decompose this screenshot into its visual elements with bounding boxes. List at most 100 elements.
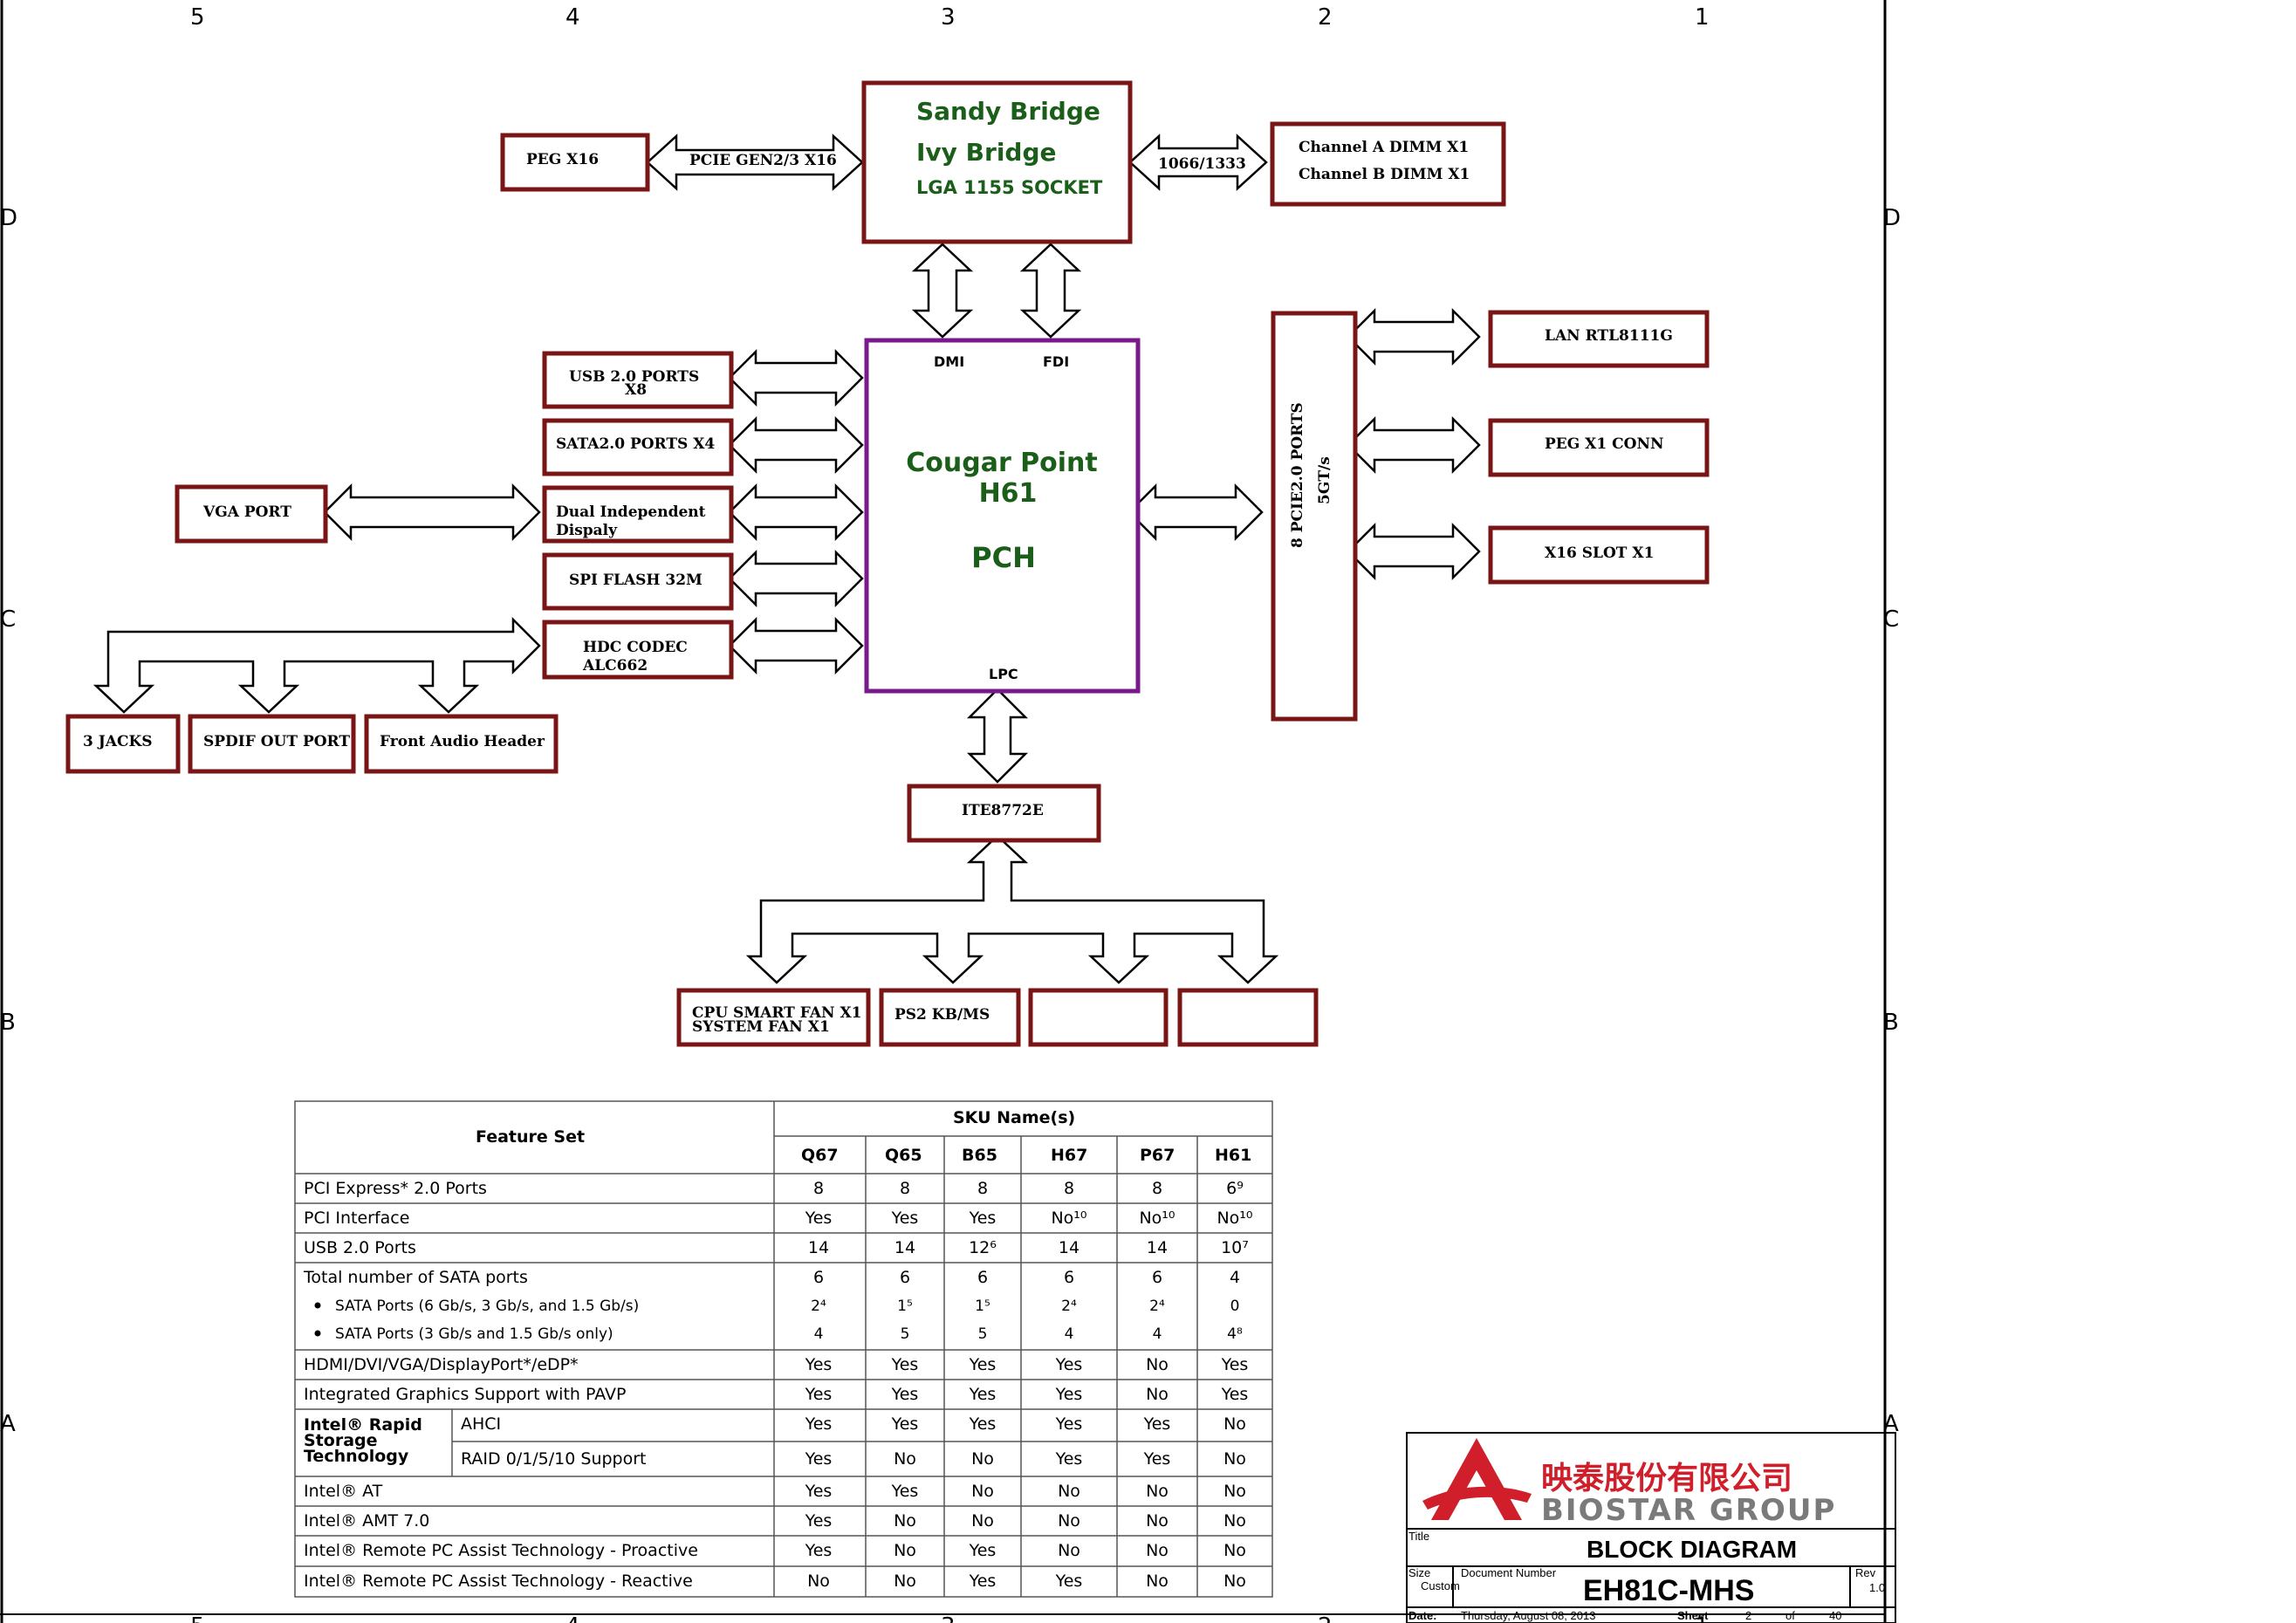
table-cell: Yes xyxy=(891,1414,919,1434)
grid-col-label: 2 xyxy=(1318,1613,1333,1623)
fan-label-2: SYSTEM FAN X1 xyxy=(692,1018,830,1036)
table-row-label: Integrated Graphics Support with PAVP xyxy=(304,1385,626,1404)
pcie-ports-label-1: 8 PCIE2.0 PORTS xyxy=(1289,402,1306,548)
table-cell: 12⁶ xyxy=(969,1238,997,1257)
x16-slot-block: X16 SLOT X1 xyxy=(1488,525,1710,585)
sata-block: SATA2.0 PORTS X4 xyxy=(542,418,734,476)
table-cell: 14 xyxy=(1147,1238,1168,1257)
table-cell: 14 xyxy=(894,1238,915,1257)
sku-h67: H67 xyxy=(1051,1146,1087,1165)
grid-row-labels: D C B A D C B A xyxy=(0,205,1901,1437)
sheet-frame xyxy=(0,0,1887,1623)
table-cell: 4 xyxy=(1153,1325,1162,1343)
table-cell: 2⁴ xyxy=(811,1298,826,1315)
memory-arrow xyxy=(1128,134,1268,191)
table-row-label: SATA Ports (6 Gb/s, 3 Gb/s, and 1.5 Gb/s… xyxy=(335,1298,639,1315)
x16-slot-label: X16 SLOT X1 xyxy=(1545,544,1654,562)
table-cell: Yes xyxy=(805,1449,833,1469)
bullet-icon xyxy=(314,1302,321,1309)
audio-fanout-arrow xyxy=(93,616,541,714)
table-cell: No xyxy=(1223,1511,1246,1531)
table-cell: Yes xyxy=(969,1385,997,1404)
table-cell: Yes xyxy=(1143,1449,1171,1469)
grid-row-label: D xyxy=(1883,205,1901,231)
table-cell: Yes xyxy=(891,1482,919,1501)
table-cell: No xyxy=(1223,1414,1246,1434)
peg-x1-label: PEG X1 CONN xyxy=(1545,435,1664,453)
date-value: Thursday, August 08, 2013 xyxy=(1461,1609,1595,1622)
sku-q65: Q65 xyxy=(885,1146,922,1165)
table-cell: 8 xyxy=(900,1179,910,1198)
table-cell: Yes xyxy=(1055,1355,1083,1374)
table-cell: Yes xyxy=(805,1414,833,1434)
table-cell: No xyxy=(894,1449,916,1469)
table-cell: 4 xyxy=(814,1325,824,1343)
hda-codec-block: HDC CODEC ALC662 xyxy=(542,620,734,680)
title-value: BLOCK DIAGRAM xyxy=(1587,1536,1797,1563)
table-cell: 14 xyxy=(1059,1238,1079,1257)
table-cell: 6⁹ xyxy=(1226,1179,1244,1198)
table-row-label: Intel® AT xyxy=(304,1482,383,1501)
ps2-label: PS2 KB/MS xyxy=(894,1006,990,1024)
grid-col-label: 5 xyxy=(190,1613,205,1623)
table-cell: 6 xyxy=(1064,1268,1074,1287)
table-cell: 5 xyxy=(901,1325,910,1343)
table-cell: No xyxy=(807,1572,830,1591)
table-cell: No xyxy=(1223,1482,1246,1501)
table-cell: No xyxy=(1223,1541,1246,1560)
table-cell: No xyxy=(894,1541,916,1560)
vga-label: VGA PORT xyxy=(202,503,291,521)
table-row-label: Intel® Remote PC Assist Technology - Rea… xyxy=(304,1572,693,1591)
table-cell: Yes xyxy=(805,1541,833,1560)
table-cell: No¹⁰ xyxy=(1217,1209,1252,1228)
dimm-a-label: Channel A DIMM X1 xyxy=(1299,139,1469,156)
table-cell: Yes xyxy=(1221,1385,1249,1404)
grid-col-label: 1 xyxy=(1695,1613,1710,1623)
table-cell: No xyxy=(1146,1572,1169,1591)
table-cell: Yes xyxy=(1143,1414,1171,1434)
table-cell: Yes xyxy=(805,1511,833,1531)
dimm-b-label: Channel B DIMM X1 xyxy=(1299,166,1470,183)
sku-h61: H61 xyxy=(1215,1146,1251,1165)
dual-display-block: Dual Independent Dispaly xyxy=(542,485,734,544)
table-cell: 14 xyxy=(808,1238,829,1257)
empty-block-2 xyxy=(1177,988,1319,1047)
table-cell: No¹⁰ xyxy=(1051,1209,1086,1228)
table-cell: Yes xyxy=(805,1385,833,1404)
ite-label: ITE8772E xyxy=(962,802,1044,819)
sheet-value: 2 xyxy=(1745,1609,1751,1622)
table-cell: 8 xyxy=(813,1179,824,1198)
fdi-arrow xyxy=(1019,243,1082,339)
rst-label-2: Storage xyxy=(304,1431,378,1450)
grid-row-label: A xyxy=(0,1411,16,1437)
grid-col-label: 3 xyxy=(941,1613,956,1623)
table-cell: 5 xyxy=(978,1325,988,1343)
table-row-label: SATA Ports (3 Gb/s and 1.5 Gb/s only) xyxy=(335,1325,613,1343)
table-cell: Yes xyxy=(969,1572,997,1591)
size-value: Custom xyxy=(1421,1579,1460,1592)
table-cell: Yes xyxy=(1221,1355,1249,1374)
rst-label-1: Intel® Rapid xyxy=(304,1415,422,1435)
usb-label-1: USB 2.0 PORTS xyxy=(569,368,699,386)
table-cell: Yes xyxy=(1055,1572,1083,1591)
mem-speed-label: 1066/1333 xyxy=(1158,155,1246,173)
table-cell: 6 xyxy=(977,1268,988,1287)
lpc-arrow xyxy=(966,688,1029,784)
front-audio-label: Front Audio Header xyxy=(380,733,545,750)
table-row-label: HDMI/DVI/VGA/DisplayPort*/eDP* xyxy=(304,1355,579,1374)
ite-block: ITE8772E xyxy=(907,784,1101,843)
grid-row-label: A xyxy=(1883,1411,1899,1437)
table-cell: No xyxy=(1146,1511,1169,1531)
table-cell: 4⁸ xyxy=(1227,1325,1243,1343)
dimm-block: Channel A DIMM X1 Channel B DIMM X1 xyxy=(1270,121,1506,207)
empty-block-1 xyxy=(1028,988,1169,1047)
date-label: Date: xyxy=(1408,1609,1437,1622)
usb-arrow xyxy=(728,348,864,407)
table-cell: No xyxy=(971,1449,994,1469)
usb-label-2: X8 xyxy=(625,381,647,399)
table-cell: Yes xyxy=(1055,1414,1083,1434)
rev-label: Rev xyxy=(1855,1566,1876,1579)
table-cell: Yes xyxy=(891,1209,919,1228)
dual-display-label-1: Dual Independent xyxy=(556,503,706,521)
